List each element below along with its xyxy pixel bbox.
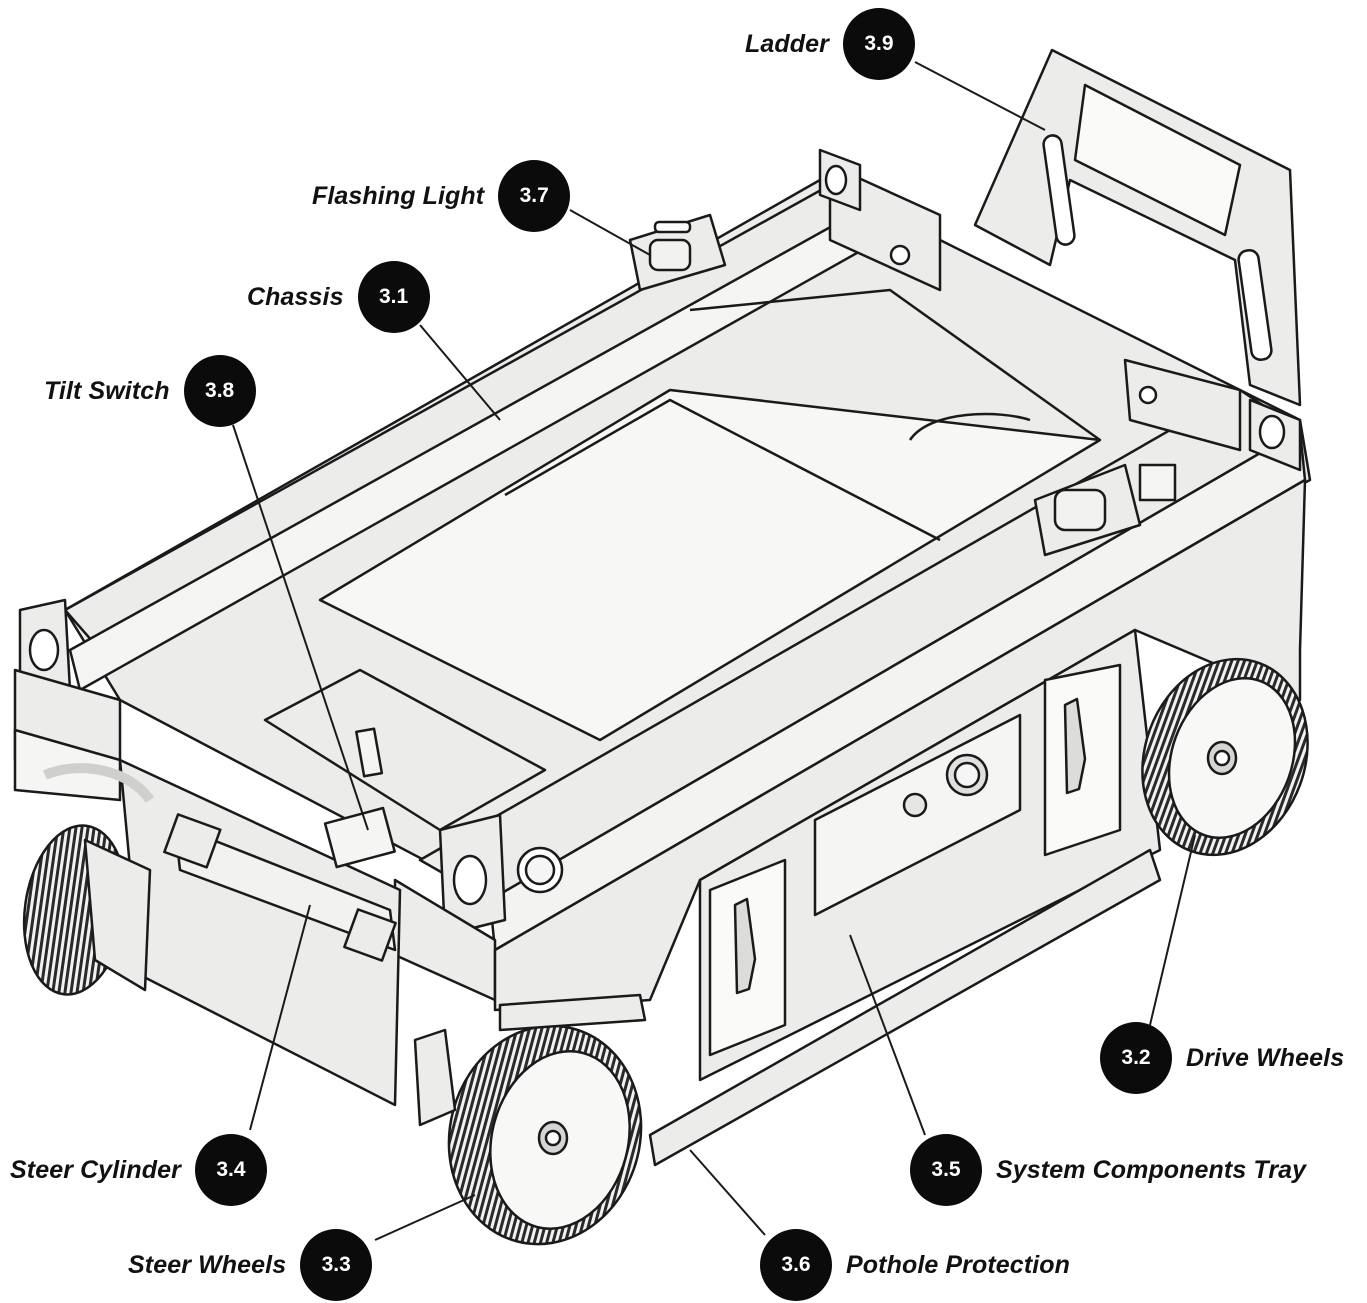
callout-flashing-light: Flashing Light 3.7 xyxy=(312,160,571,232)
callout-drive-wheels: 3.2 Drive Wheels xyxy=(1100,1022,1344,1094)
callout-badge: 3.9 xyxy=(842,8,915,80)
callout-label: Steer Wheels xyxy=(128,1250,287,1279)
drive-wheel-part xyxy=(1141,657,1309,857)
callout-chassis: Chassis 3.1 xyxy=(247,261,430,333)
pothole-protection xyxy=(648,848,1162,1167)
callout-badge: 3.4 xyxy=(194,1134,267,1206)
callout-system-components-tray: 3.5 System Components Tray xyxy=(910,1134,1306,1206)
callout-label: Tilt Switch xyxy=(44,376,170,405)
callout-badge: 3.7 xyxy=(498,160,571,232)
callout-label: Chassis xyxy=(247,282,344,311)
callout-steer-wheels: Steer Wheels 3.3 xyxy=(128,1229,373,1301)
flashing-light-part xyxy=(628,213,727,292)
callout-label: Ladder xyxy=(745,29,829,58)
callout-badge: 3.1 xyxy=(357,261,430,333)
callout-ladder: Ladder 3.9 xyxy=(745,8,915,80)
callout-label: Pothole Protection xyxy=(846,1250,1071,1279)
steer-cylinder-part xyxy=(43,763,397,962)
callout-steer-cylinder: Steer Cylinder 3.4 xyxy=(10,1134,267,1206)
callout-badge: 3.2 xyxy=(1100,1022,1172,1094)
callout-badge: 3.6 xyxy=(760,1229,832,1301)
callout-label: Drive Wheels xyxy=(1186,1043,1345,1072)
callout-badge: 3.3 xyxy=(300,1229,373,1301)
callout-label: Flashing Light xyxy=(312,181,485,210)
leader-lines xyxy=(232,61,1196,1241)
callout-pothole-protection: 3.6 Pothole Protection xyxy=(760,1229,1070,1301)
callout-badge: 3.8 xyxy=(183,355,256,427)
ladder-part xyxy=(973,48,1302,407)
callout-label: System Components Tray xyxy=(996,1155,1307,1184)
callout-badge: 3.5 xyxy=(910,1134,982,1206)
callout-label: Steer Cylinder xyxy=(10,1155,181,1184)
callout-tilt-switch: Tilt Switch 3.8 xyxy=(44,355,256,427)
steer-wheel-part xyxy=(447,1024,643,1246)
